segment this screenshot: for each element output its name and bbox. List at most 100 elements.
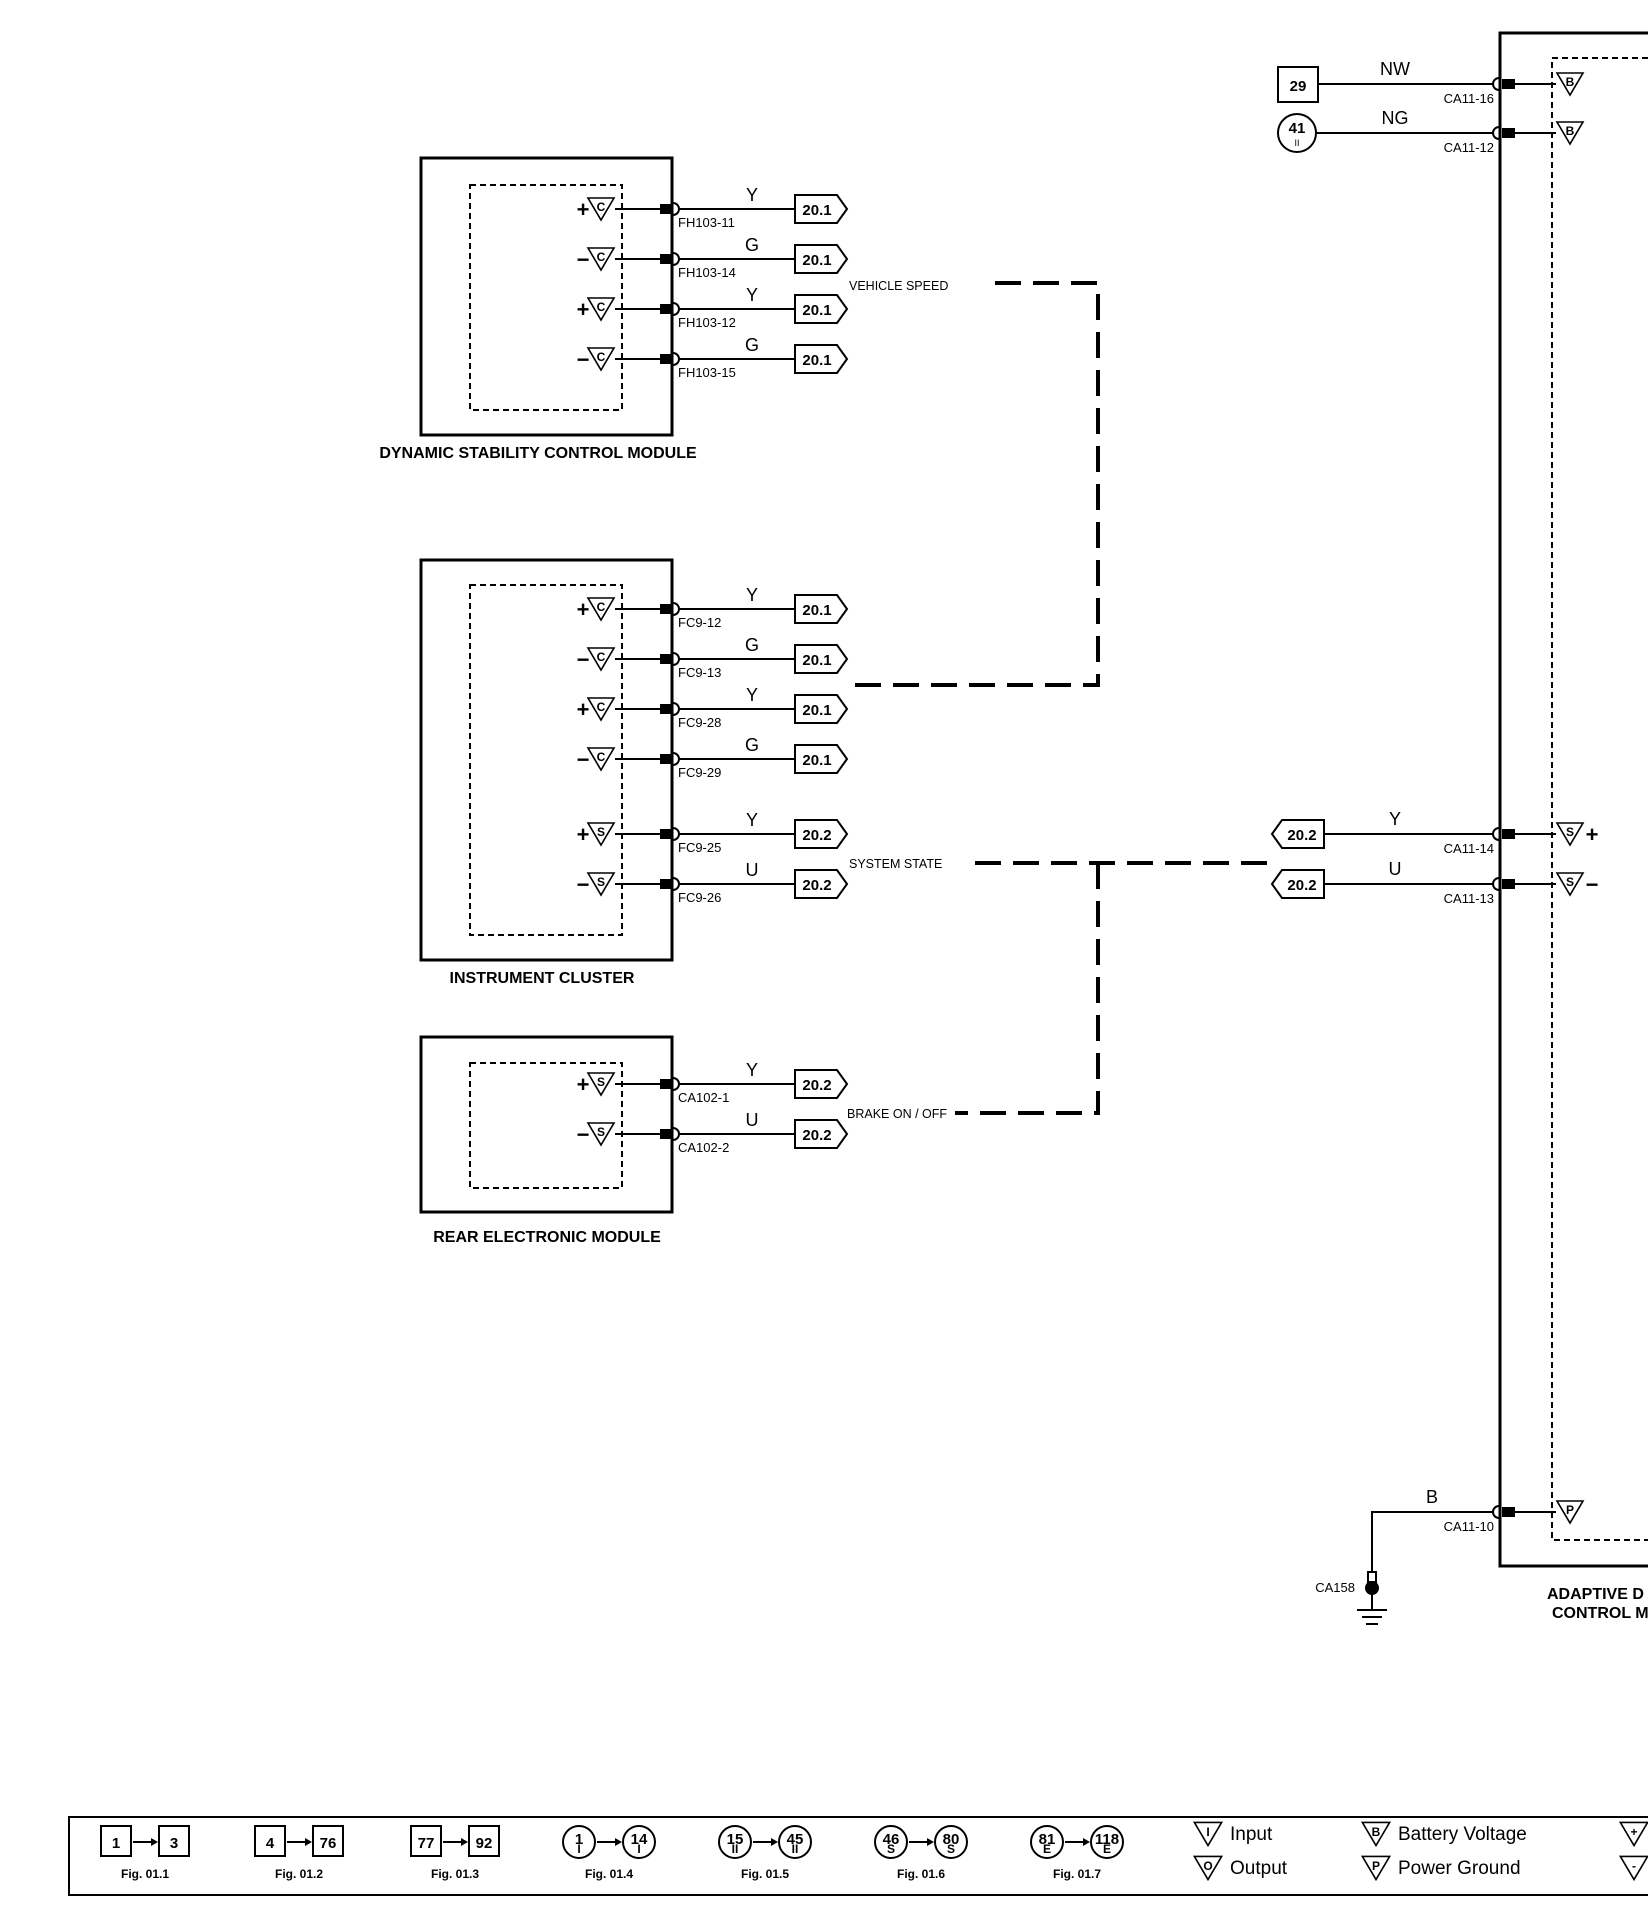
module-adaptive-name-1: ADAPTIVE D [1547, 1586, 1644, 1603]
legend-fig-5-to: 45 [787, 1831, 804, 1848]
adaptive-pin-4-sign: − [1586, 872, 1599, 897]
legend-fig-4-to-sub: I [637, 1842, 640, 1856]
dsc-pin-1-terminal [660, 204, 673, 214]
adaptive-pin-4-connector: CA11-13 [1444, 891, 1494, 906]
adaptive-pin-5-socket [1492, 1505, 1500, 1519]
rem-pin-1-ref-shape [794, 1069, 849, 1099]
source-circle-41-label: 41 [1289, 120, 1306, 137]
cluster-pin-3-ref-label: 20.1 [802, 702, 831, 719]
dsc-pin-1-wire-color: Y [746, 185, 758, 205]
legend-fig-2-to: 76 [320, 1835, 337, 1852]
cluster-pin-2-sign: − [577, 647, 590, 672]
cluster-pin-1-sign: + [577, 597, 590, 622]
cluster-pin-2-ref-label: 20.1 [802, 652, 831, 669]
adaptive-pin-4-symbol-triangle [1555, 872, 1585, 897]
rem-pin-1-socket [672, 1077, 680, 1091]
dsc-pin-1-sign: + [577, 197, 590, 222]
rem-pin-2-ref-shape [794, 1119, 849, 1149]
legend-fig-2-arrow-head [305, 1838, 312, 1846]
source-box-29-label: 29 [1290, 78, 1307, 95]
cluster-pin-1-symbol-triangle [586, 597, 616, 622]
dsc-pin-3-symbol-triangle [586, 297, 616, 322]
ground-ca158 [1357, 1511, 1492, 1625]
cluster-pin-1-connector: FC9-12 [678, 615, 721, 630]
dsc-pin-1-symbol-triangle [586, 197, 616, 222]
cluster-pin-6-connector: FC9-26 [678, 890, 721, 905]
adaptive-pin-3-symbol-triangle [1555, 822, 1585, 847]
cluster-pin-2-symbol-triangle [586, 647, 616, 672]
legend-fig-4-from-sub: I [577, 1842, 580, 1856]
cluster-pin-5-symbol-triangle [586, 822, 616, 847]
adaptive-pin-3-sign: + [1586, 822, 1599, 847]
adaptive-pin-1-wire-color: NW [1380, 59, 1410, 79]
legend-symbol-3-triangle [1360, 1821, 1392, 1848]
dsc-pin-4-ref-label: 20.1 [802, 352, 831, 369]
legend-fig-7-from-sub: E [1043, 1842, 1051, 1856]
dsc-pin-3-ref-label: 20.1 [802, 302, 831, 319]
rem-pin-1-sign: + [577, 1072, 590, 1097]
rem-pin-2-sign: − [577, 1122, 590, 1147]
legend-fig-3-from-box [410, 1825, 442, 1857]
cluster-pin-6-ref-label: 20.2 [802, 877, 831, 894]
dsc-pin-4-terminal [660, 354, 673, 364]
cluster-pin-2-terminal [660, 654, 673, 664]
ground-label: CA158 [1315, 1580, 1355, 1595]
source-circle-41: 41 II [1277, 113, 1317, 153]
adaptive-pin-4-symbol-letter: S [1566, 875, 1574, 889]
cluster-pin-3-socket [672, 702, 680, 716]
legend-fig-5-from-circle [718, 1825, 752, 1859]
dsc-pin-1-connector: FH103-11 [678, 215, 735, 230]
legend-symbol-1-triangle [1192, 1821, 1224, 1848]
cluster-pin-1-wire-color: Y [746, 585, 758, 605]
cluster-pin-4-wire-color: G [745, 735, 759, 755]
adaptive-pin-group: BNWCA11-16BNGCA11-12SYCA11-14+20.2SUCA11… [1270, 59, 1599, 1534]
rem-pin-2-wire-color: U [746, 1110, 759, 1130]
module-adaptive: ADAPTIVE D CONTROL M BNWCA11-16BNGCA11-1… [1270, 31, 1648, 1622]
legend-fig-7-arrow-head [1083, 1838, 1090, 1846]
legend-fig-5-to-circle [778, 1825, 812, 1859]
rem-pin-2-socket [672, 1127, 680, 1141]
dsc-pin-2-socket [672, 252, 680, 266]
cluster-pin-3-terminal [660, 704, 673, 714]
cluster-pin-3-symbol-triangle [586, 697, 616, 722]
adaptive-pin-5-symbol-triangle [1555, 1500, 1585, 1525]
module-rem-name: REAR ELECTRONIC MODULE [433, 1229, 661, 1246]
legend-symbol-5-letter: + [1630, 1825, 1637, 1839]
cluster-pin-5-wire-color: Y [746, 810, 758, 830]
cluster-pin-1-symbol-letter: C [597, 600, 606, 614]
adaptive-pin-5-connector: CA11-10 [1444, 1519, 1494, 1534]
legend-symbol-2-label: Output [1230, 1858, 1288, 1879]
legend-fig-2-caption: Fig. 01.2 [275, 1867, 323, 1881]
legend-fig-6-from: 46 [883, 1831, 900, 1848]
dsc-pin-4-wire-color: G [745, 335, 759, 355]
dsc-pin-2-terminal [660, 254, 673, 264]
legend-fig-7-to-circle [1090, 1825, 1124, 1859]
dsc-pin-1-ref-label: 20.1 [802, 202, 831, 219]
legend-symbol-1-letter: I [1206, 1825, 1209, 1839]
legend-fig-6-to: 80 [943, 1831, 960, 1848]
legend-fig-7-to: 118 [1095, 1831, 1119, 1848]
dsc-pin-3-symbol-letter: C [597, 300, 606, 314]
module-rem: REAR ELECTRONIC MODULE +SYCA102-120.2−SU… [419, 1035, 849, 1246]
legend-fig-4-to-circle [622, 1825, 656, 1859]
adaptive-pin-1-connector: CA11-16 [1444, 91, 1494, 106]
legend-fig-6-from-sub: S [887, 1842, 895, 1856]
legend-fig-1-to: 3 [170, 1835, 178, 1852]
cluster-pin-6-sign: − [577, 872, 590, 897]
legend-fig-7-caption: Fig. 01.7 [1053, 1867, 1101, 1881]
cluster-pin-3-ref-shape [794, 694, 849, 724]
cluster-pin-5-symbol-letter: S [597, 825, 605, 839]
adaptive-pin-2-wire-color: NG [1382, 108, 1409, 128]
dsc-pin-4-connector: FH103-15 [678, 365, 736, 380]
adaptive-pin-5-terminal [1502, 1507, 1515, 1517]
module-adaptive-name-2: CONTROL M [1552, 1605, 1648, 1622]
adaptive-pin-3-wire-color: Y [1389, 809, 1401, 829]
dsc-pin-3-socket [672, 302, 680, 316]
cluster-pin-4-ref-shape [794, 744, 849, 774]
cluster-pin-group: +CYFC9-1220.1−CGFC9-1320.1+CYFC9-2820.1−… [577, 585, 849, 905]
module-cluster: INSTRUMENT CLUSTER +CYFC9-1220.1−CGFC9-1… [419, 558, 849, 987]
dsc-pin-4-symbol-letter: C [597, 350, 606, 364]
legend-fig-4-to: 14 [631, 1831, 648, 1848]
